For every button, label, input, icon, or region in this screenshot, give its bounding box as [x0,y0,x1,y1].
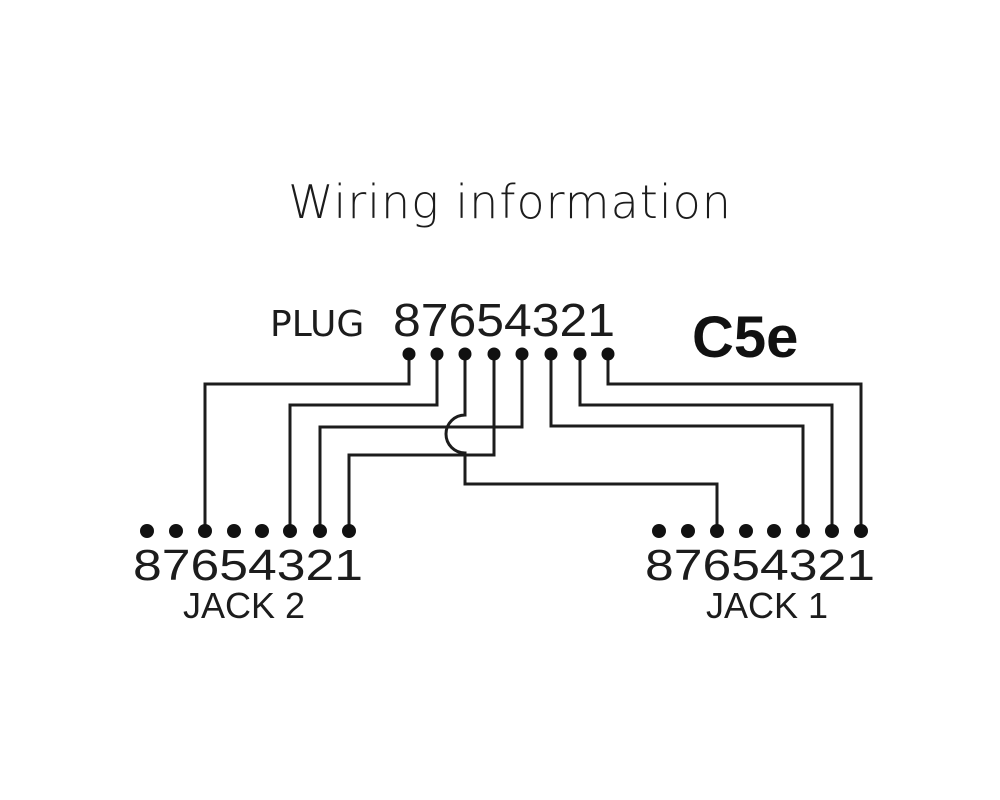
wire-plug-3 [549,354,805,530]
jack-2-pin-numbers: 87654321 [133,541,363,590]
jack-2-pin-dot [342,524,356,538]
wires [203,354,863,530]
wire-plug-6 [444,354,719,530]
jack-1-pin-dot [796,524,810,538]
jack-2-pin-dot [283,524,297,538]
jack-2-pin-dot [227,524,241,538]
wire-plug-2 [578,354,834,530]
plug-pin-dot [601,347,615,361]
jack-2-pin-dot [255,524,269,538]
jack-2-label: JACK 2 [183,585,305,626]
plug-pin-dot [515,347,529,361]
jack-2-pin-dot [198,524,212,538]
plug-pin-dot [487,347,501,361]
jack-2-pin-dot [313,524,327,538]
jack-2-pin-dot [140,524,154,538]
jack-1-pin-dot [739,524,753,538]
jack-2-pin-dot [169,524,183,538]
wire-plug-8 [203,354,411,530]
plug-pin-dot [402,347,416,361]
plug-pin-numbers: 87654321 [393,294,615,346]
wire-plug-5 [347,354,496,530]
wire-plug-1 [606,354,863,530]
plug-pin-dot [458,347,472,361]
wire-plug-4 [318,354,524,530]
diagram-title: Wiring information [288,175,732,229]
jack-2-pins [140,524,356,538]
plug-pin-dot [573,347,587,361]
jack-1-pin-dot [767,524,781,538]
jack-1-pin-dot [652,524,666,538]
jack-1-pin-dot [854,524,868,538]
jack-1-label: JACK 1 [706,585,828,626]
category-label: C5e [692,305,798,370]
wire-plug-7 [288,354,439,530]
plug-pins [402,347,615,361]
plug-label: PLUG [270,304,364,345]
jack-1-pin-dot [825,524,839,538]
jack-1-pin-dot [681,524,695,538]
plug-pin-dot [430,347,444,361]
plug-pin-dot [544,347,558,361]
jack-1-pins [652,524,868,538]
jack-1-pin-dot [710,524,724,538]
jack-1-pin-numbers: 87654321 [645,541,875,590]
